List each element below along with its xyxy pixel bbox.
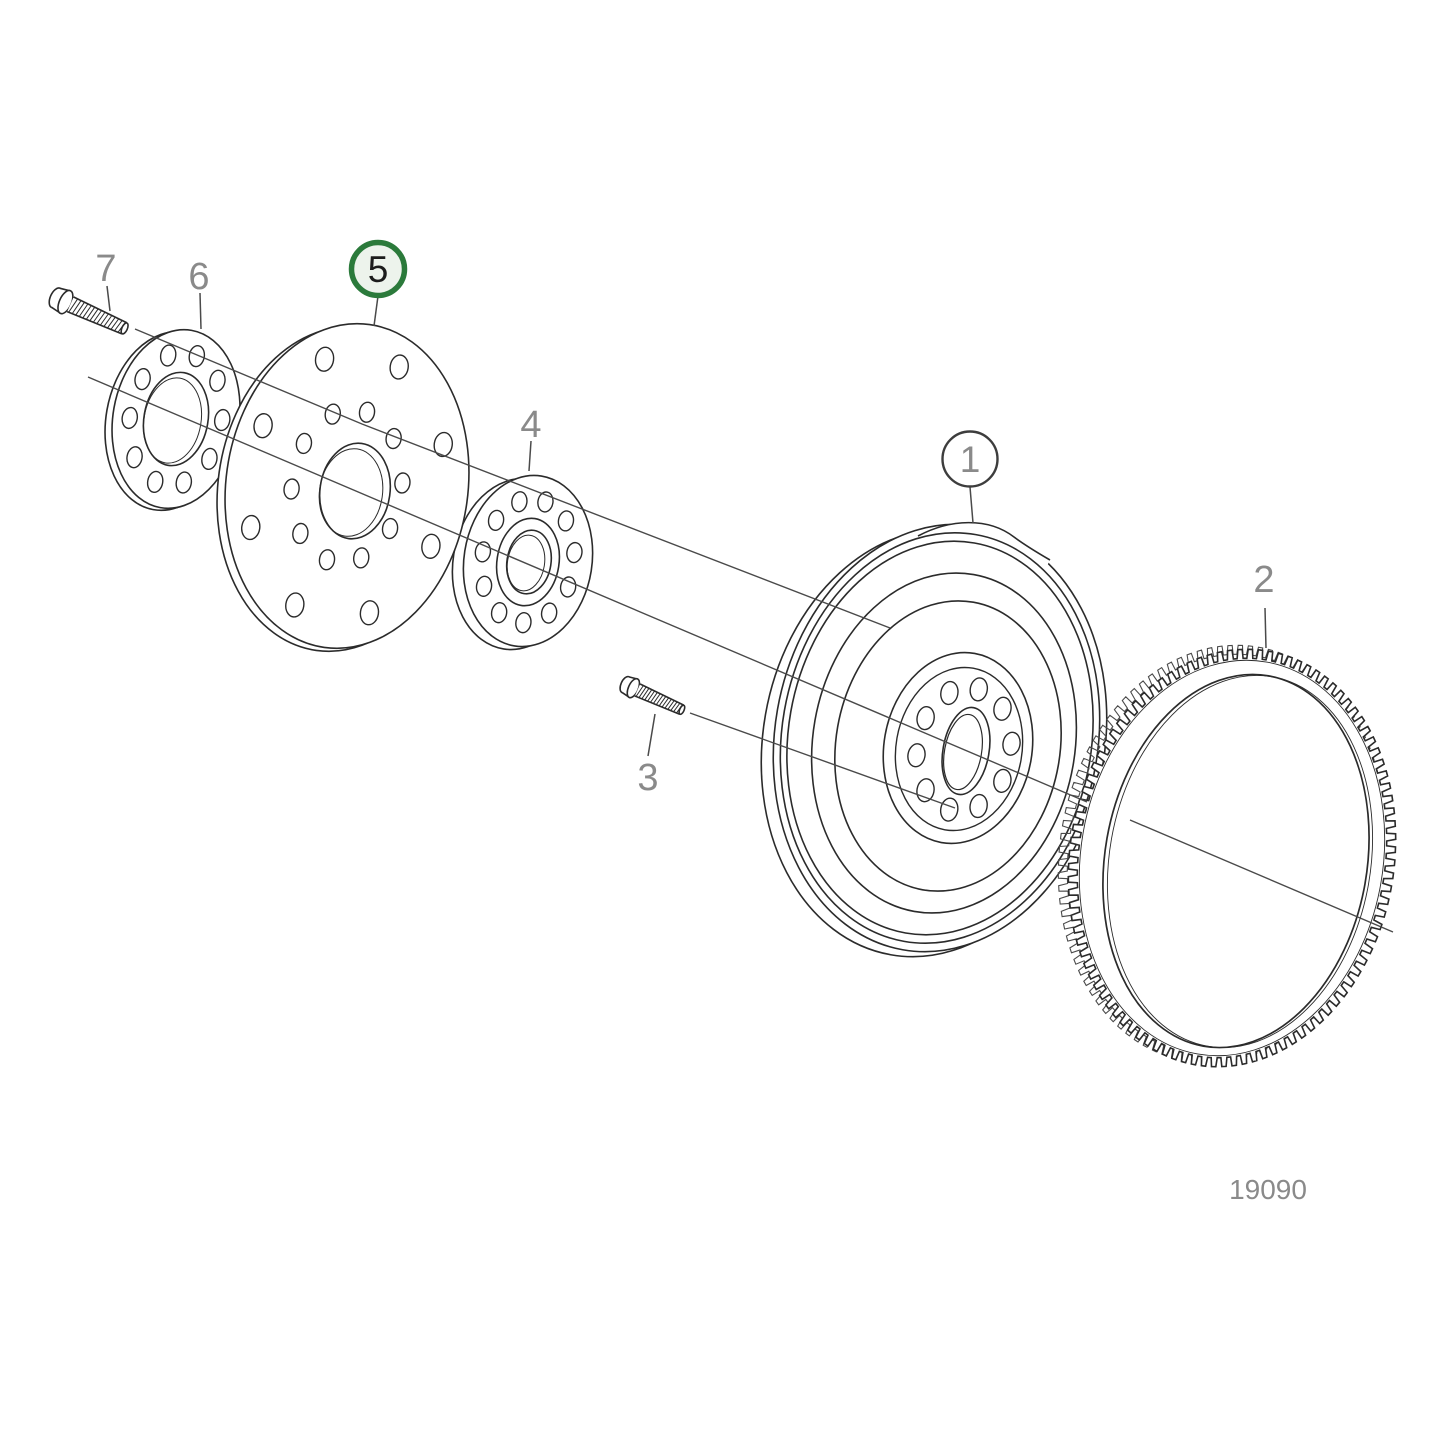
leader-line-6 (199, 292, 202, 330)
flywheel-face-ring-inner (834, 600, 1062, 892)
part-2-ring-gear-drawing (1057, 644, 1397, 1068)
flange-bolt-hole (175, 471, 193, 494)
leader-lines (106, 285, 1267, 757)
bolt-7 (48, 287, 129, 335)
plate-outer-hole (433, 431, 454, 458)
bolt-threads (68, 299, 126, 333)
plate-outer-hole (359, 600, 380, 626)
flange-bolt-hole (159, 344, 177, 367)
callout-4[interactable]: 4 (520, 404, 541, 446)
hub-bolt-hole (566, 541, 583, 564)
flywheel-bolt-hole (939, 797, 959, 822)
bolt-threads (635, 685, 683, 713)
leader-line-7 (106, 285, 111, 312)
flywheel-bolt-hole (993, 768, 1012, 793)
part-3-bolt-drawing (619, 675, 686, 716)
flywheel-bore-depth (943, 713, 983, 791)
bolt-shank-edges (66, 296, 128, 335)
bolt3-alignment-line (689, 712, 956, 809)
leader-line-2 (1264, 607, 1267, 649)
flywheel-top-boss (917, 521, 1051, 561)
hub-bolt-hole (515, 612, 532, 634)
callout-1-circled[interactable]: 1 (941, 430, 999, 488)
plate-outer-hole (285, 592, 305, 618)
plate-inner-hole (352, 547, 370, 569)
leader-line-4 (528, 440, 532, 472)
callout-labels: 7 6 5 4 3 1 2 (95, 239, 1275, 799)
callout-5-highlighted[interactable]: 5 (348, 239, 408, 299)
center-axis-line (87, 376, 1394, 933)
flywheel-bolt-hole (907, 743, 926, 768)
bolt7-alignment-line (134, 328, 891, 629)
flywheel-bolt-hole (993, 696, 1012, 721)
callout-1-ring[interactable] (941, 430, 999, 488)
hub-bolt-hole (537, 491, 554, 513)
part-5-drive-plate-drawing (216, 322, 470, 653)
ring-gear-root-line (1078, 659, 1386, 1057)
flywheel-bolt-hole (916, 778, 935, 803)
callout-5-number[interactable]: 5 (368, 249, 389, 290)
flange-bolt-hole (121, 406, 139, 430)
plate-outer-hole (421, 533, 441, 559)
callout-5-highlight-ring[interactable] (348, 239, 408, 299)
callout-3[interactable]: 3 (637, 757, 658, 799)
leader-line-3 (647, 713, 656, 757)
plate-inner-hole (283, 478, 300, 500)
construction-lines (87, 328, 1394, 933)
plate-outer-hole (314, 346, 335, 372)
plate-inner-hole (358, 401, 376, 423)
callout-2[interactable]: 2 (1253, 559, 1274, 601)
flywheel-top-boss-fill (918, 522, 1050, 576)
plate-inner-hole (295, 432, 313, 455)
hub-bolt-hole (559, 576, 577, 598)
plate-inner-hole (318, 549, 336, 571)
part-1-flywheel-drawing (760, 521, 1108, 958)
plate-inner-hole (394, 472, 411, 494)
flywheel-bolt-hole (1002, 731, 1021, 756)
flywheel-bolt-hole (969, 793, 988, 819)
figure-number: 19090 (1229, 1174, 1307, 1205)
plate-inner-hole (381, 517, 399, 540)
bolt-3 (619, 675, 686, 716)
hub-bolt-hole (487, 509, 505, 531)
bolt-shank-edges (634, 683, 685, 715)
flange-bolt-hole (213, 408, 231, 432)
flywheel-bolt-hole (916, 706, 935, 731)
hub-bolt-hole (490, 602, 508, 624)
part-4-hub-drawing (451, 474, 594, 651)
flange-bolt-hole (134, 367, 151, 391)
leader-line-5 (373, 295, 379, 327)
plate-outer-hole (240, 514, 261, 541)
hub-bolt-hole (511, 491, 528, 513)
plate-outer-hole (389, 354, 409, 380)
flywheel-face-ring-outer (810, 572, 1078, 914)
flange-bolt-hole (201, 447, 218, 471)
callout-1-number[interactable]: 1 (960, 439, 981, 480)
ring-gear-inner-edge (1102, 673, 1370, 1049)
hub-bolt-hole (540, 602, 558, 624)
flywheel-boss-inner (894, 666, 1024, 832)
ring-gear-teeth (1067, 648, 1397, 1068)
flywheel-boss-outer (882, 651, 1034, 845)
plate-center-hole-depth (318, 448, 384, 537)
flange-bolt-hole (146, 470, 164, 494)
hub-bore-depth (506, 534, 546, 592)
plate-outer-hole (253, 413, 273, 439)
flywheel-rim-chamfer-2 (786, 540, 1094, 936)
flange-bolt-hole (126, 446, 143, 469)
hub-bolt-hole (474, 541, 492, 563)
hub-bolt-hole (475, 575, 493, 597)
plate-inner-hole (292, 522, 309, 545)
callout-6[interactable]: 6 (188, 256, 209, 298)
part-7-bolt-drawing (48, 287, 129, 335)
hub-bolt-hole (557, 510, 575, 532)
flywheel-bolt-hole (969, 677, 989, 702)
flywheel-bolt-hole (940, 680, 959, 706)
leader-line-1 (969, 486, 974, 524)
callout-7[interactable]: 7 (95, 248, 116, 290)
flange-bolt-hole (209, 369, 226, 392)
